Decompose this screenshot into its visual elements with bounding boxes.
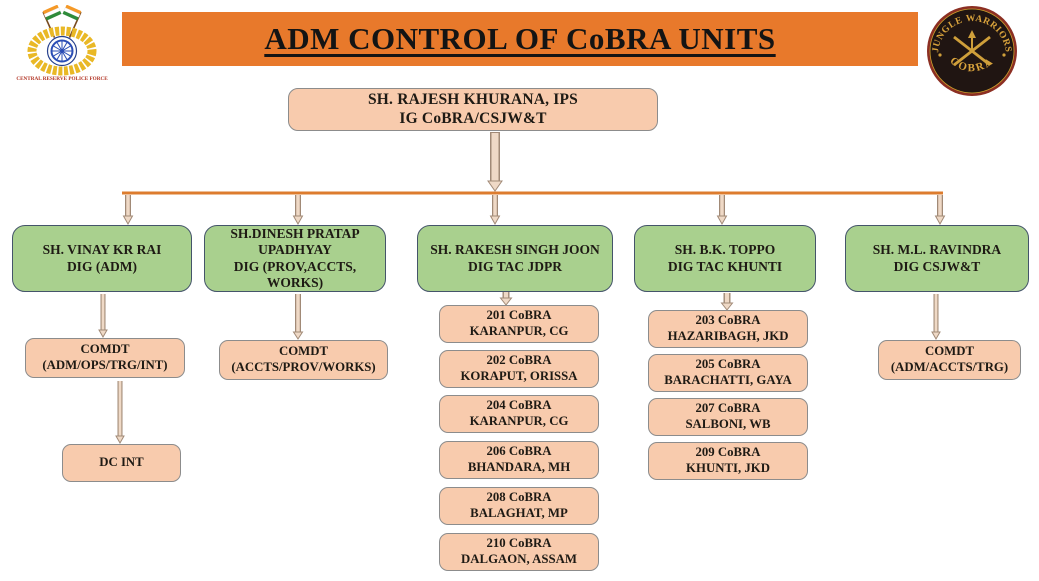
crpf-emblem: CENTRAL RESERVE POLICE FORCE: [12, 4, 112, 83]
unit-location: KARANPUR, CG: [469, 324, 569, 338]
dig-role: DIG (ADM): [66, 258, 138, 274]
node-dig-csjwt: SH. M.L. RAVINDRA DIG CSJW&T: [845, 225, 1029, 292]
dig-role: DIG (PROV,ACCTS, WORKS): [233, 258, 357, 290]
unit-node-209: 209 CoBRA KHUNTI, JKD: [648, 442, 808, 480]
node-comdt-accts-prov: COMDT (ACCTS/PROV/WORKS): [219, 340, 388, 380]
dig-role: DIG TAC JDPR: [467, 258, 562, 274]
unit-number: 206 CoBRA: [486, 444, 552, 459]
page-title: ADM CONTROL OF CoBRA UNITS: [264, 21, 776, 56]
node-dig-tac-khunti: SH. B.K. TOPPO DIG TAC KHUNTI: [634, 225, 816, 292]
node-dig-adm: SH. VINAY KR RAI DIG (ADM): [12, 225, 192, 292]
unit-node-206: 206 CoBRA BHANDARA, MH: [439, 441, 599, 479]
dig-name: SH. M.L. RAVINDRA: [872, 242, 1002, 258]
unit-number: 207 CoBRA: [695, 401, 761, 416]
unit-location: HAZARIBAGH, JKD: [667, 329, 789, 343]
unit-location: SALBONI, WB: [685, 417, 771, 431]
ig-role: IG CoBRA/CSJW&T: [399, 109, 547, 127]
comdt-line2: (ADM/ACCTS/TRG): [890, 360, 1009, 374]
unit-number: 202 CoBRA: [486, 353, 552, 368]
crossed-weapons-icon: [953, 35, 991, 67]
unit-location: KHUNTI, JKD: [686, 461, 770, 475]
unit-location: BARACHATTI, GAYA: [664, 373, 792, 387]
dig-name: SH.DINESH PRATAP UPADHYAY: [230, 225, 360, 258]
unit-location: BHANDARA, MH: [467, 460, 571, 474]
unit-node-204: 204 CoBRA KARANPUR, CG: [439, 395, 599, 433]
unit-number: 204 CoBRA: [486, 398, 552, 413]
jungle-warriors-badge: JUNGLE WARRIORS COBRA: [925, 4, 1019, 98]
node-dig-prov: SH.DINESH PRATAP UPADHYAY DIG (PROV,ACCT…: [204, 225, 386, 292]
unit-number: 210 CoBRA: [486, 536, 552, 551]
node-dc-int: DC INT: [62, 444, 181, 482]
dig-name: SH. RAKESH SINGH JOON: [430, 242, 600, 258]
unit-node-202: 202 CoBRA KORAPUT, ORISSA: [439, 350, 599, 388]
comdt-line1: COMDT: [278, 344, 329, 359]
unit-number: 208 CoBRA: [486, 490, 552, 505]
dig-name: SH. B.K. TOPPO: [674, 242, 776, 258]
unit-node-205: 205 CoBRA BARACHATTI, GAYA: [648, 354, 808, 392]
dig-role: DIG CSJW&T: [893, 258, 981, 274]
node-comdt-adm-accts: COMDT (ADM/ACCTS/TRG): [878, 340, 1021, 380]
comdt-line2: (ADM/OPS/TRG/INT): [42, 358, 168, 372]
node-comdt-adm-ops: COMDT (ADM/OPS/TRG/INT): [25, 338, 185, 378]
comdt-line1: COMDT: [80, 342, 130, 357]
crpf-emblem-icon: CENTRAL RESERVE POLICE FORCE: [16, 4, 108, 82]
unit-node-210: 210 CoBRA DALGAON, ASSAM: [439, 533, 599, 571]
unit-number: 201 CoBRA: [486, 308, 552, 323]
unit-location: KORAPUT, ORISSA: [460, 369, 578, 383]
unit-number: 203 CoBRA: [695, 313, 761, 328]
node-ig-cobra: SH. RAJESH KHURANA, IPS IG CoBRA/CSJW&T: [288, 88, 658, 131]
unit-node-207: 207 CoBRA SALBONI, WB: [648, 398, 808, 436]
comdt-line2: (ACCTS/PROV/WORKS): [231, 360, 376, 374]
node-dig-tac-jdpr: SH. RAKESH SINGH JOON DIG TAC JDPR: [417, 225, 613, 292]
dig-role: DIG TAC KHUNTI: [667, 258, 783, 274]
unit-node-203: 203 CoBRA HAZARIBAGH, JKD: [648, 310, 808, 348]
unit-location: DALGAON, ASSAM: [461, 552, 577, 566]
dig-name: SH. VINAY KR RAI: [42, 242, 162, 258]
jungle-warriors-badge-icon: JUNGLE WARRIORS COBRA: [927, 6, 1017, 96]
unit-node-201: 201 CoBRA KARANPUR, CG: [439, 305, 599, 343]
unit-node-208: 208 CoBRA BALAGHAT, MP: [439, 487, 599, 525]
unit-number: 209 CoBRA: [695, 445, 761, 460]
ig-name: SH. RAJESH KHURANA, IPS: [367, 90, 578, 108]
title-banner: ADM CONTROL OF CoBRA UNITS: [122, 12, 918, 66]
unit-location: BALAGHAT, MP: [470, 506, 568, 520]
unit-location: KARANPUR, CG: [469, 414, 569, 428]
crpf-caption: CENTRAL RESERVE POLICE FORCE: [16, 76, 108, 82]
unit-number: 205 CoBRA: [695, 357, 761, 372]
dc-int-label: DC INT: [99, 455, 144, 470]
comdt-line1: COMDT: [924, 344, 975, 359]
